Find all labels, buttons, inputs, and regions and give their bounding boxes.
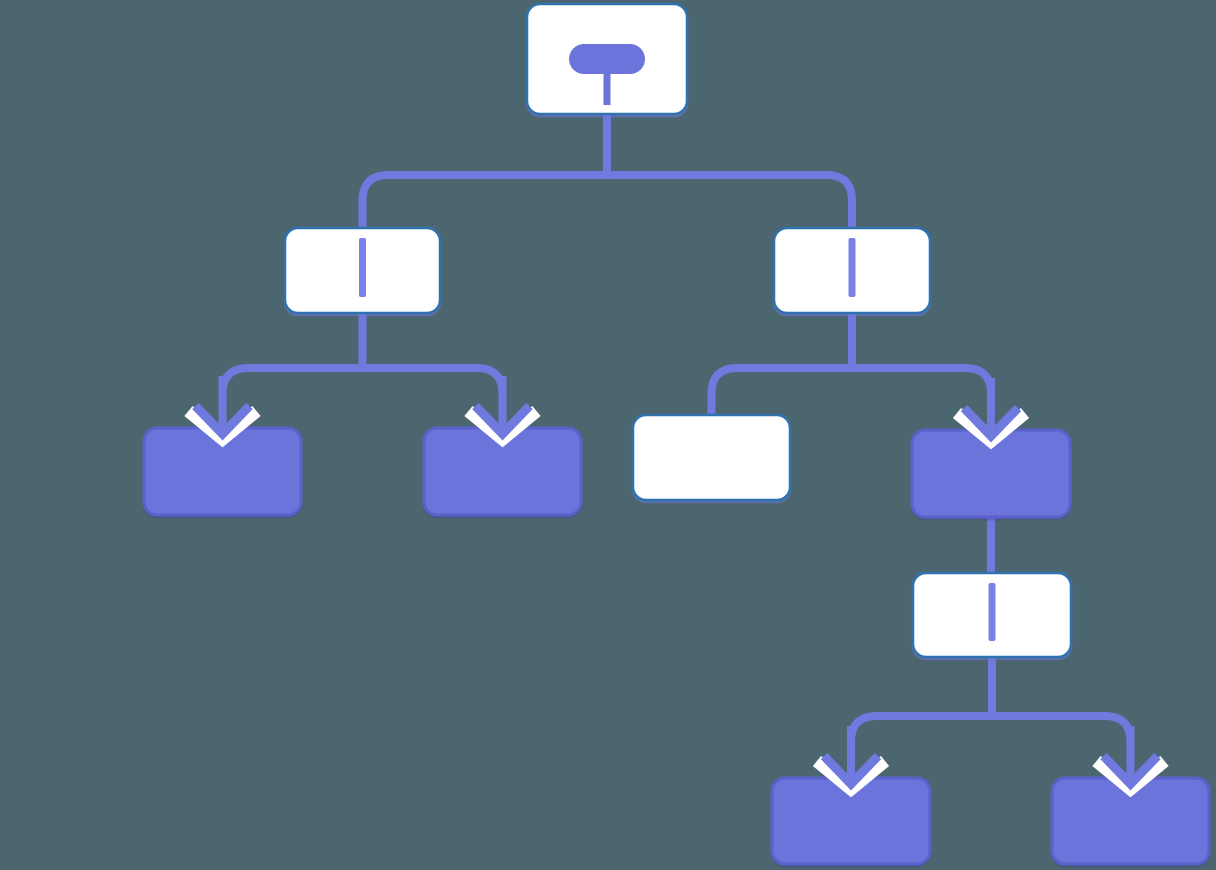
divider-icon [359, 238, 366, 297]
chevron-line-stub [498, 376, 507, 430]
divider-icon [848, 238, 856, 297]
nodes-layer [142, 2, 1211, 866]
chevron-purple-stroke [1100, 752, 1161, 791]
connector-edge-root-left-branch [358, 110, 611, 238]
connector-edge-right-branch-plain-child [707, 309, 856, 425]
chevron-down-icon [184, 376, 261, 448]
chevron-line-stub [987, 378, 995, 432]
chevron-purple-stroke [192, 402, 253, 441]
chevron-line-stub [218, 376, 227, 430]
chevron-line-stub [1126, 726, 1135, 780]
chevron-purple-stroke [820, 752, 882, 791]
chevron-purple-stroke [960, 404, 1022, 443]
chevron-down-icon [812, 726, 890, 798]
connector-edge-root-right-branch [603, 110, 856, 238]
pill-stem [603, 72, 611, 105]
chevron-down-icon [952, 378, 1030, 450]
chevron-purple-stroke [472, 402, 533, 441]
chevron-down-icon [1092, 726, 1169, 798]
icons-layer [184, 44, 1169, 798]
node-plain-child-node[interactable] [631, 413, 792, 502]
connectors-layer [218, 110, 1135, 762]
pill-icon [569, 44, 645, 105]
pill-shape [569, 44, 645, 74]
chevron-line-stub [847, 726, 855, 780]
chevron-down-icon [464, 376, 541, 448]
divider-icon [988, 583, 996, 641]
